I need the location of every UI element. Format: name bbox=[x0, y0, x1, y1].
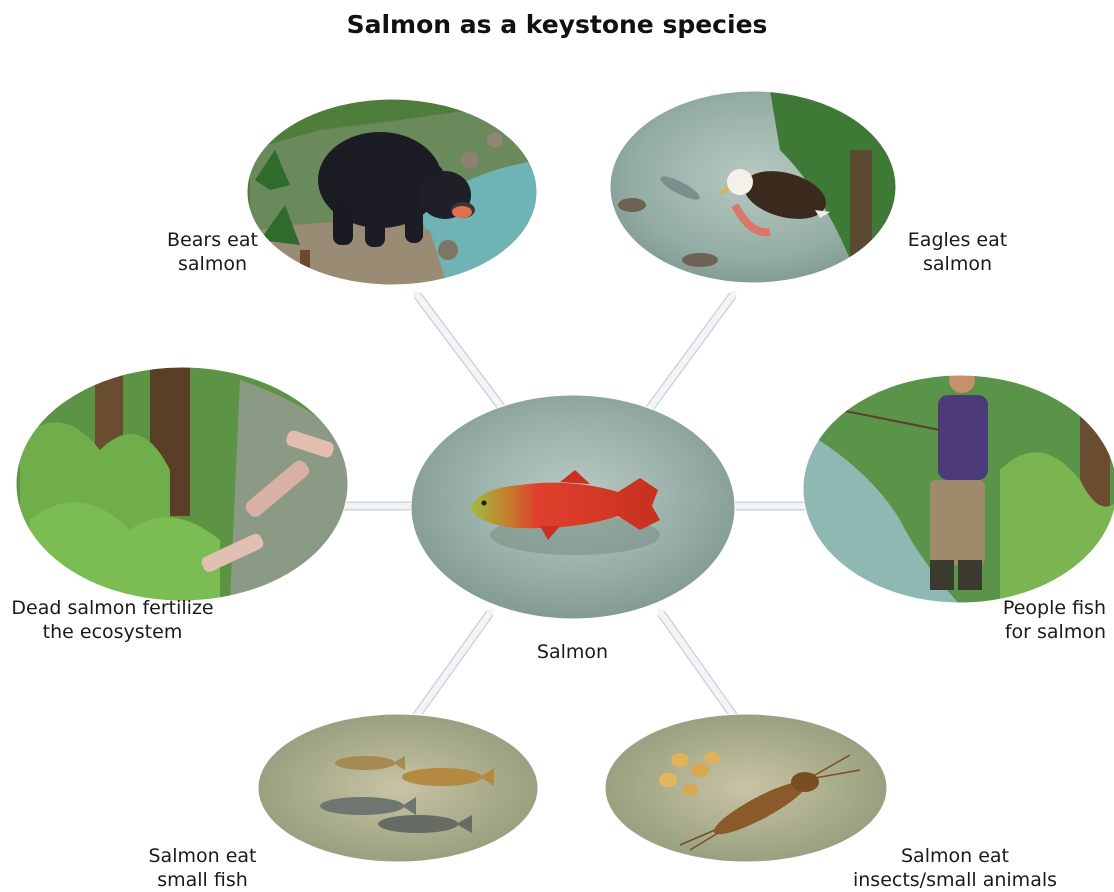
label-insects: Salmon eat insects/small animals bbox=[835, 844, 1075, 892]
people-scene bbox=[803, 365, 1114, 605]
label-eagles: Eagles eat salmon bbox=[895, 228, 1020, 276]
label-small-fish-line1: Salmon eat bbox=[140, 844, 265, 868]
insects-scene bbox=[605, 714, 887, 862]
label-center-salmon-text: Salmon bbox=[520, 640, 625, 664]
arrow-to-eagles bbox=[650, 288, 738, 408]
arrow-to-bears bbox=[412, 288, 502, 408]
label-dead-line2: the ecosystem bbox=[0, 620, 225, 644]
label-bears-line2: salmon bbox=[150, 252, 275, 276]
bear-scene bbox=[240, 95, 540, 295]
eagle-scene bbox=[610, 90, 900, 285]
label-people-line2: for salmon bbox=[970, 620, 1106, 644]
small-fish-scene bbox=[258, 714, 538, 862]
label-dead-salmon: Dead salmon fertilize the ecosystem bbox=[0, 596, 225, 644]
label-people: People fish for salmon bbox=[970, 596, 1106, 644]
label-dead-line1: Dead salmon fertilize bbox=[0, 596, 225, 620]
dead-salmon-scene bbox=[15, 366, 350, 606]
label-eagles-line2: salmon bbox=[895, 252, 1020, 276]
arrow-from-insects bbox=[656, 606, 738, 722]
label-insects-line2: insects/small animals bbox=[835, 868, 1075, 892]
arrow-from-small-fish bbox=[412, 606, 495, 722]
label-people-line1: People fish bbox=[970, 596, 1106, 620]
label-small-fish: Salmon eat small fish bbox=[140, 844, 265, 892]
label-center-salmon: Salmon bbox=[520, 640, 625, 664]
label-small-fish-line2: small fish bbox=[140, 868, 265, 892]
label-bears: Bears eat salmon bbox=[150, 228, 275, 276]
label-eagles-line1: Eagles eat bbox=[895, 228, 1020, 252]
salmon-center bbox=[411, 395, 735, 619]
label-insects-line1: Salmon eat bbox=[835, 844, 1075, 868]
label-bears-line1: Bears eat bbox=[150, 228, 275, 252]
